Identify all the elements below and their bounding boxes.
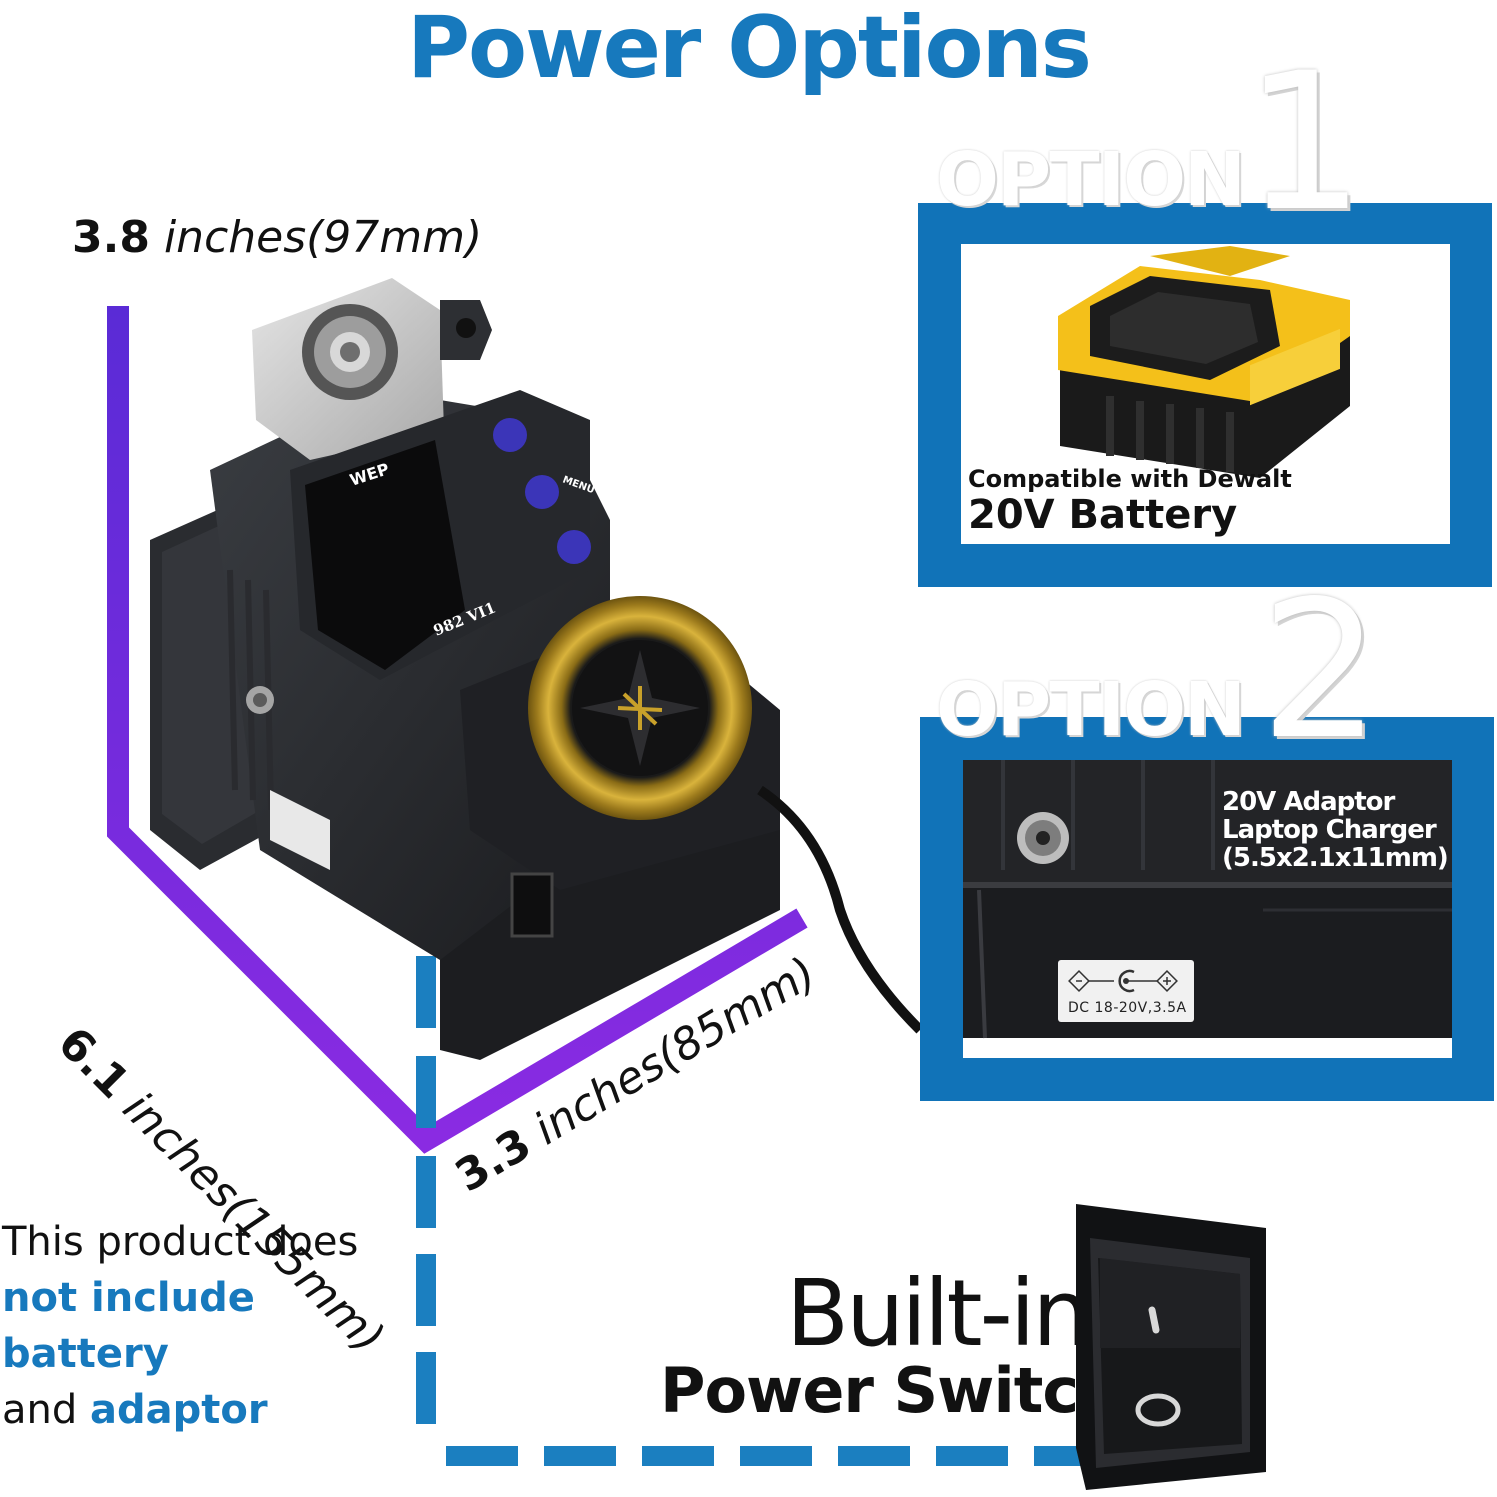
dimension-line [107,306,808,1154]
note-line-3-plain: and [2,1387,90,1433]
polarity-icon [1068,969,1178,993]
adaptor-line-1: 20V Adaptor [1222,787,1395,817]
note-line-1: This product does [2,1219,359,1265]
on-symbol [1148,1306,1160,1334]
option1-caption-battery: 20V Battery [968,492,1238,538]
note-line-2: not include battery [2,1275,255,1377]
adaptor-line-3: (5.5x2.1x11mm) [1222,843,1449,873]
rocker-switch-image [1076,1204,1266,1490]
not-included-note: This product does not include battery an… [2,1214,422,1438]
off-symbol [1135,1393,1181,1427]
button-down [557,530,591,564]
option1-word: OPTION [936,137,1246,223]
switch-caption-line-2: Power Switch [660,1354,1122,1427]
adaptor-description: 20V Adaptor Laptop Charger (5.5x2.1x11mm… [1222,787,1449,873]
dewalt-battery-image [1058,246,1350,478]
button-menu [525,475,559,509]
button-up [493,418,527,452]
dc-rating: DC 18-20V,3.5A [1068,1000,1187,1016]
option2-number: 2 [1260,560,1381,781]
note-line-3-highlight: adaptor [89,1387,268,1433]
page-title: Power Options [407,0,1092,98]
note-line-3: and adaptor [2,1382,422,1438]
option2-word: OPTION [936,667,1246,753]
switch-caption-line-1: Built-in [786,1260,1091,1367]
option1-caption-compatible: Compatible with Dewalt [968,465,1292,493]
soldering-station-image: WEP 982 VI1 MENU [150,278,920,1060]
width-value: 3.8 [72,212,150,263]
option1-number: 1 [1244,32,1365,253]
width-dimension-label: 3.8 inches(97mm) [72,212,482,263]
adaptor-line-2: Laptop Charger [1222,815,1437,845]
width-unit: inches(97mm) [163,212,483,263]
dc-jack-image [963,760,1452,1058]
